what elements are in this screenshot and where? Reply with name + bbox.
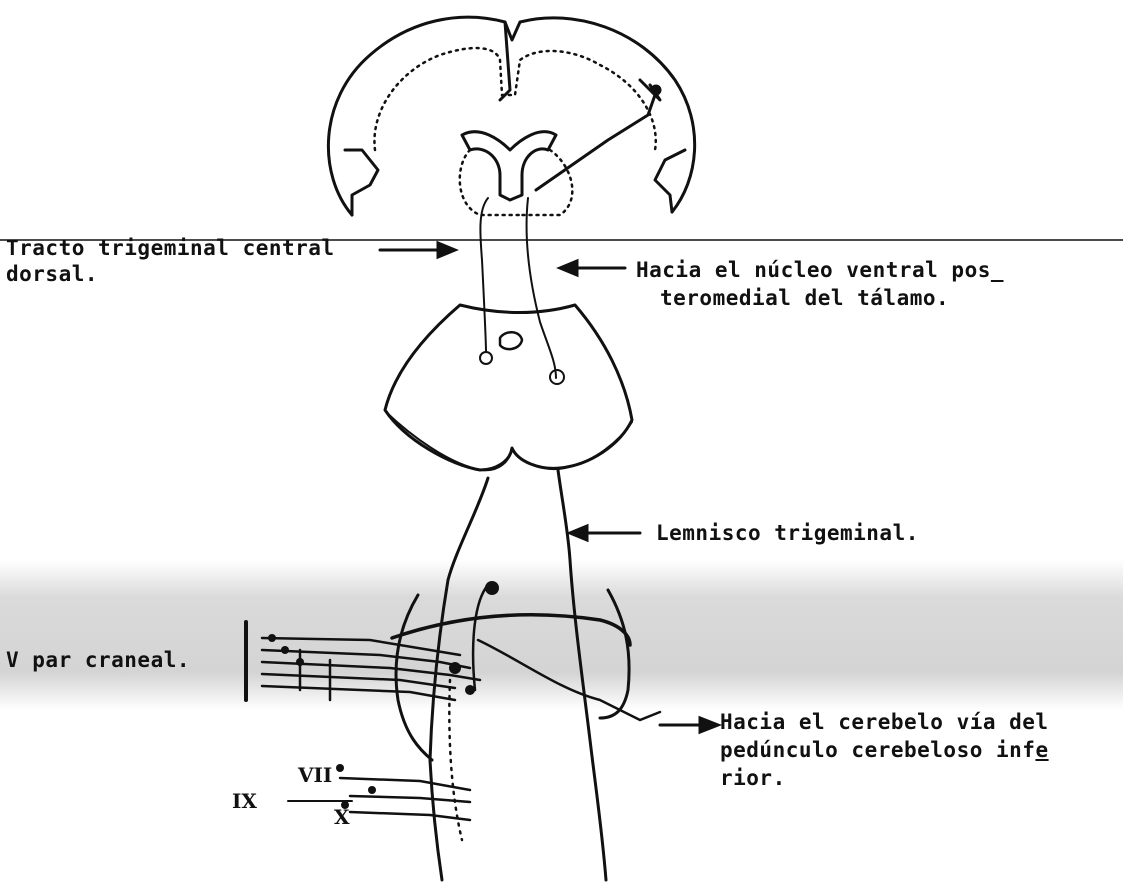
label-lemnisco: Lemnisco trigeminal. bbox=[656, 521, 919, 546]
brain-gyrus-right bbox=[655, 150, 685, 212]
label-tracto-line1: Tracto trigeminal central bbox=[6, 236, 335, 261]
main-sensory-nucleus bbox=[485, 581, 499, 595]
thalamus-dotted-left bbox=[460, 150, 520, 215]
brain-section-outline bbox=[328, 17, 694, 215]
ventricle bbox=[462, 132, 556, 200]
vii-ganglion bbox=[336, 764, 344, 772]
v-ganglion-3 bbox=[296, 658, 304, 666]
arrow-nucleo-head bbox=[560, 261, 577, 275]
cerebral-peduncle bbox=[386, 412, 632, 470]
cortex-dotted-outline bbox=[374, 48, 655, 150]
spinal-nucleus-cell-1 bbox=[449, 662, 461, 674]
x-fiber bbox=[350, 812, 470, 820]
label-hacia-nucleo-line1: Hacia el núcleo ventral pos_ bbox=[636, 258, 1004, 283]
spinal-nucleus-cell-2 bbox=[465, 685, 475, 695]
label-nerve-ix: IX bbox=[232, 790, 257, 812]
label-cerebelo-line1: Hacia el cerebelo vía del bbox=[720, 710, 1049, 735]
nerve-to-cortex bbox=[536, 95, 655, 190]
arrow-cerebelo-head bbox=[700, 718, 718, 732]
cerebral-aqueduct bbox=[500, 332, 522, 349]
vii-fiber bbox=[340, 778, 470, 790]
label-cerebelo-line2-underlined: e bbox=[1035, 738, 1048, 762]
label-cerebelo-line3: rior. bbox=[720, 766, 786, 791]
label-nerve-vii: VII bbox=[298, 764, 332, 786]
mesencephalic-nucleus-left bbox=[480, 352, 492, 364]
label-cerebelo-line2: pedúnculo cerebeloso infe bbox=[720, 738, 1049, 763]
label-tracto-line2: dorsal. bbox=[6, 262, 98, 287]
label-nerve-x: X bbox=[334, 806, 350, 828]
cortex-neuron bbox=[652, 86, 660, 94]
ix-fiber bbox=[350, 796, 470, 802]
label-hacia-nucleo-line2: teromedial del tálamo. bbox=[660, 286, 949, 311]
v-ganglion-2 bbox=[281, 646, 289, 654]
ix-ganglion bbox=[368, 786, 376, 794]
label-v-par: V par craneal. bbox=[6, 648, 190, 673]
midbrain-outline bbox=[385, 305, 632, 470]
v-ganglion-1 bbox=[268, 634, 276, 642]
scan-band bbox=[0, 560, 1123, 710]
fiber-left bbox=[480, 198, 488, 352]
fiber-right bbox=[527, 198, 557, 378]
arrow-lemnisco-head bbox=[570, 526, 587, 540]
label-cerebelo-line2-main: pedúnculo cerebeloso inf bbox=[720, 738, 1035, 762]
mesencephalic-nucleus-right bbox=[550, 370, 564, 384]
arrow-tracto-head bbox=[438, 243, 455, 257]
brain-gyrus-left bbox=[345, 150, 378, 215]
